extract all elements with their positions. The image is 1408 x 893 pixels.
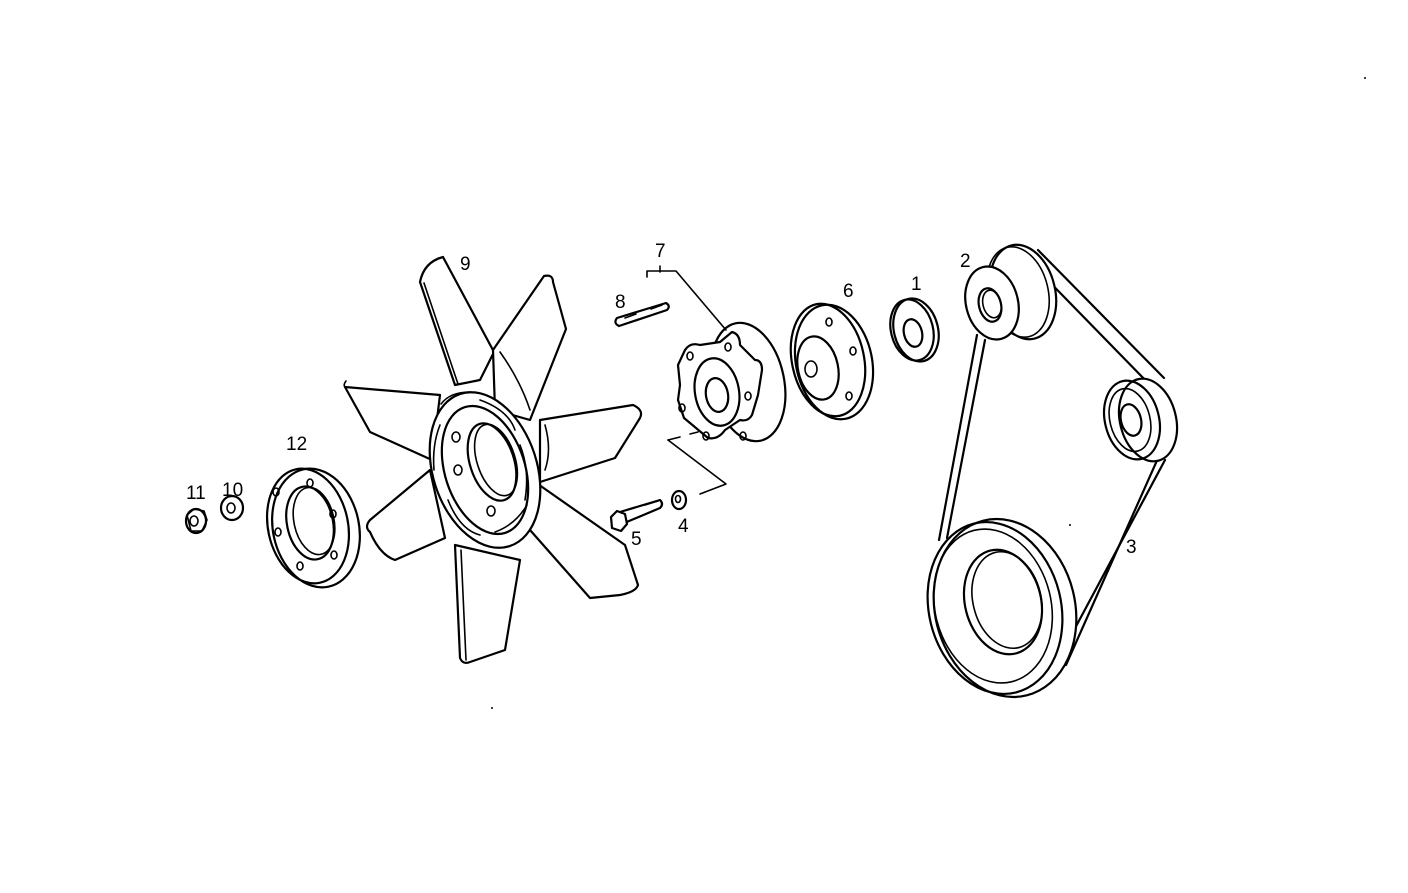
callout-2: 2 [960, 251, 971, 272]
part-4-washer [670, 489, 688, 511]
callout-9: 9 [460, 254, 471, 275]
part-6-pulley-hub [789, 302, 875, 421]
callout-3: 3 [1126, 537, 1137, 558]
part-1-spacer-washer [889, 297, 940, 363]
idler-pulley [1102, 377, 1179, 463]
part-2-alternator-pulley [964, 243, 1058, 341]
part-11-nut [184, 507, 208, 535]
callout-4: 4 [678, 516, 689, 537]
part-10-washer [219, 494, 245, 522]
part-12-spacer-ring [265, 467, 361, 589]
crank-pulley [926, 517, 1078, 699]
assembly-leader-lines [667, 431, 727, 495]
part-5-bolt [609, 498, 664, 533]
callout-8: 8 [615, 292, 626, 313]
callout-12: 12 [286, 434, 308, 455]
callout-1: 1 [911, 274, 922, 295]
part-9-fan [343, 255, 643, 664]
callout-6: 6 [843, 281, 854, 302]
callout-11: 11 [186, 483, 206, 504]
callout-7: 7 [655, 241, 666, 262]
part-8-stud [614, 301, 670, 328]
part-7-fan-hub [646, 265, 787, 443]
callout-10: 10 [222, 480, 244, 501]
callout-5: 5 [631, 529, 642, 550]
